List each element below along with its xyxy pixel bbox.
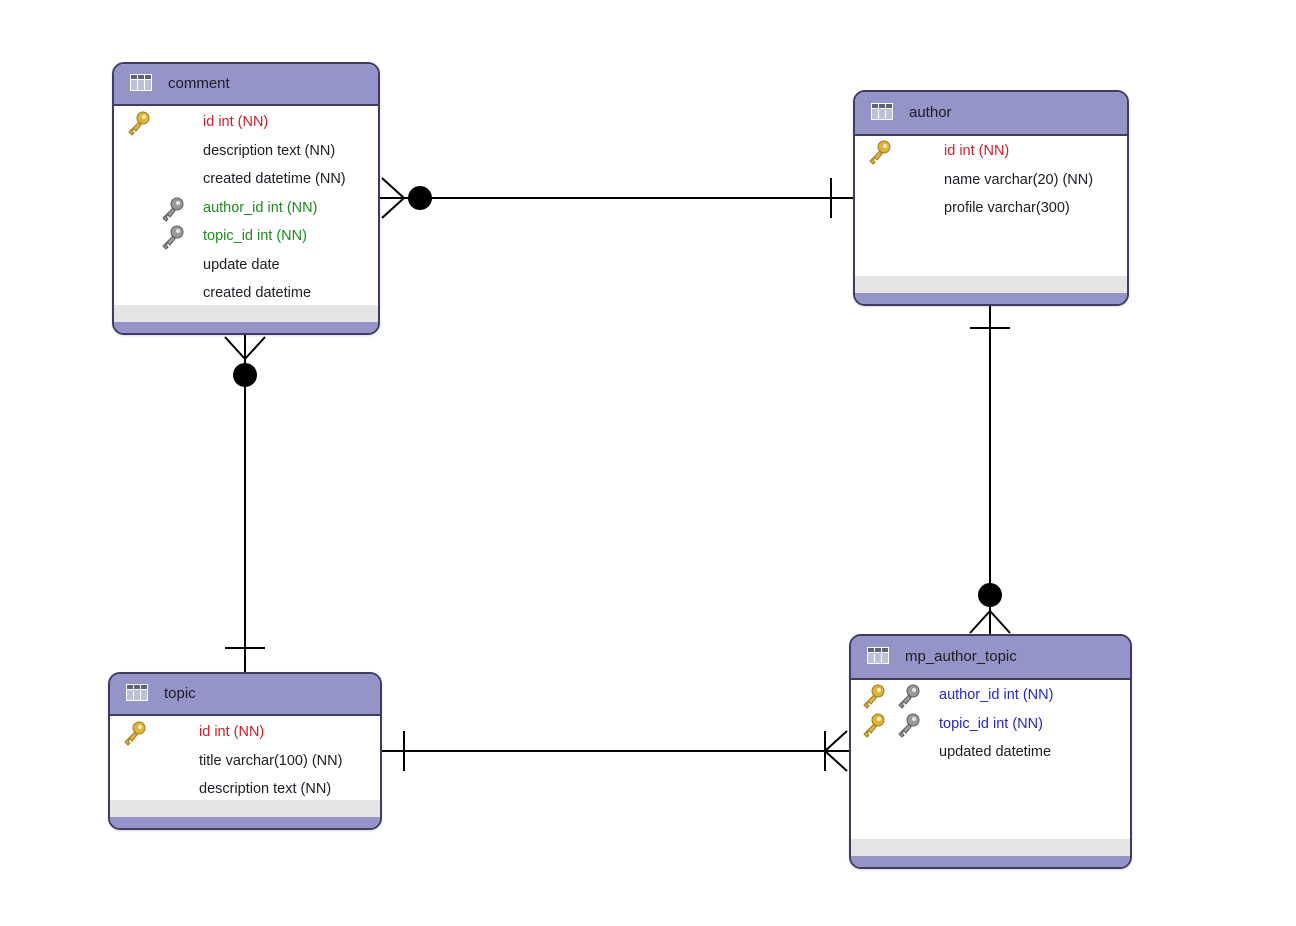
primary-key-icon xyxy=(124,721,146,746)
crowfoot-mp-topic-lower xyxy=(824,750,848,772)
column-name: created datetime (NN) xyxy=(203,171,346,187)
entity-topic[interactable]: topic id int (NN) title varchar(100) (NN… xyxy=(108,672,382,830)
foreign-key-icon xyxy=(898,713,920,738)
column-name: topic_id int (NN) xyxy=(203,228,307,244)
crowfoot-mp-author-right xyxy=(989,610,1011,634)
crowfoot-mp-topic-upper xyxy=(824,730,848,752)
column-row[interactable]: title varchar(100) (NN) xyxy=(110,748,380,776)
entity-footer xyxy=(851,839,1130,867)
table-icon xyxy=(126,684,148,701)
entity-title-topic: topic xyxy=(164,685,196,702)
primary-key-icon xyxy=(863,684,885,709)
column-name: id int (NN) xyxy=(199,724,265,740)
column-row[interactable]: author_id int (NN) xyxy=(851,682,1130,710)
crowfoot-mp-author-left xyxy=(969,610,991,634)
primary-key-icon xyxy=(128,111,150,136)
primary-key-icon xyxy=(863,713,885,738)
column-row[interactable]: description text (NN) xyxy=(114,138,378,166)
table-icon xyxy=(871,103,893,120)
column-name: id int (NN) xyxy=(203,114,269,130)
crowfoot-comment-author-lower xyxy=(381,197,405,219)
column-name: updated datetime xyxy=(939,744,1052,760)
column-name: id int (NN) xyxy=(944,143,1010,159)
entity-mp-author-topic[interactable]: mp_author_topic author_id int (NN) topic… xyxy=(849,634,1132,869)
crowfoot-comment-author-upper xyxy=(381,177,405,199)
foreign-key-icon xyxy=(898,684,920,709)
column-name: profile varchar(300) xyxy=(944,200,1070,216)
column-name: description text (NN) xyxy=(203,142,336,159)
crowfoot-comment-topic-left xyxy=(224,336,246,360)
column-name: description text (NN) xyxy=(199,781,332,797)
optional-marker-mp-author xyxy=(978,583,1002,607)
entity-title-author: author xyxy=(909,104,952,121)
column-row[interactable]: description text (NN) xyxy=(110,776,380,804)
column-row[interactable]: id int (NN) xyxy=(855,138,1127,166)
foreign-key-icon xyxy=(162,197,184,222)
column-name: author_id int (NN) xyxy=(203,199,318,216)
column-name: name varchar(20) (NN) xyxy=(944,171,1094,188)
foreign-key-icon xyxy=(162,225,184,250)
entity-footer xyxy=(110,800,380,828)
column-row[interactable]: created datetime (NN) xyxy=(114,166,378,194)
entity-footer xyxy=(855,276,1127,304)
column-name: topic_id int (NN) xyxy=(939,715,1043,732)
column-row[interactable]: updated datetime xyxy=(851,739,1130,767)
column-row[interactable]: created datetime xyxy=(114,280,378,308)
column-name: author_id int (NN) xyxy=(939,687,1054,703)
entity-footer xyxy=(114,305,378,333)
entity-title-mp-author-topic: mp_author_topic xyxy=(905,648,1017,665)
optional-marker-comment-author xyxy=(408,186,432,210)
column-row[interactable]: update date xyxy=(114,252,378,280)
column-row[interactable]: profile varchar(300) xyxy=(855,195,1127,223)
column-name: title varchar(100) (NN) xyxy=(199,752,343,769)
entity-title-comment: comment xyxy=(168,75,230,92)
column-row[interactable]: topic_id int (NN) xyxy=(851,711,1130,739)
entity-comment[interactable]: comment id int (NN) description text (NN… xyxy=(112,62,380,335)
column-name: created datetime xyxy=(203,285,312,301)
column-row[interactable]: author_id int (NN) xyxy=(114,195,378,223)
column-name: update date xyxy=(203,256,280,273)
entity-author[interactable]: author id int (NN) name varchar(20) (NN)… xyxy=(853,90,1129,306)
column-row[interactable]: topic_id int (NN) xyxy=(114,223,378,251)
entity-header-comment[interactable]: comment xyxy=(114,64,378,106)
entity-header-author[interactable]: author xyxy=(855,92,1127,136)
column-row[interactable]: name varchar(20) (NN) xyxy=(855,167,1127,195)
optional-marker-comment-topic xyxy=(233,363,257,387)
column-row[interactable]: id int (NN) xyxy=(114,109,378,137)
entity-header-mp-author-topic[interactable]: mp_author_topic xyxy=(851,636,1130,680)
table-icon xyxy=(130,74,152,91)
entity-header-topic[interactable]: topic xyxy=(110,674,380,716)
table-icon xyxy=(867,647,889,664)
column-row[interactable]: id int (NN) xyxy=(110,719,380,747)
crowfoot-comment-topic-right xyxy=(244,336,266,360)
primary-key-icon xyxy=(869,140,891,165)
